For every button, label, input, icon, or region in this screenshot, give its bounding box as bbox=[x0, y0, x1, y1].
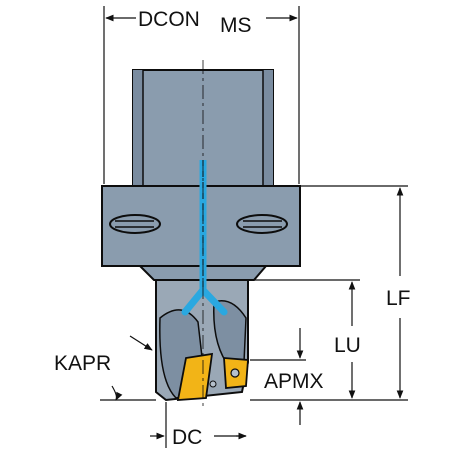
lu-dimension: LU bbox=[250, 279, 361, 399]
lu-label: LU bbox=[334, 334, 361, 357]
dcon-sub-label: MS bbox=[220, 14, 252, 37]
cutting-insert bbox=[176, 352, 249, 401]
lf-label: LF bbox=[386, 287, 411, 310]
dc-dimension: DC bbox=[150, 402, 247, 449]
apmx-dimension: APMX bbox=[250, 328, 324, 425]
dcon-label: DCON bbox=[138, 8, 200, 31]
lf-dimension: LF bbox=[250, 185, 411, 401]
kapr-dimension: KAPR bbox=[54, 335, 156, 401]
kapr-label: KAPR bbox=[54, 352, 111, 375]
dcon-ms-dimension: DCON MS bbox=[103, 6, 300, 184]
dc-label: DC bbox=[172, 426, 202, 449]
apmx-label: APMX bbox=[264, 370, 324, 393]
